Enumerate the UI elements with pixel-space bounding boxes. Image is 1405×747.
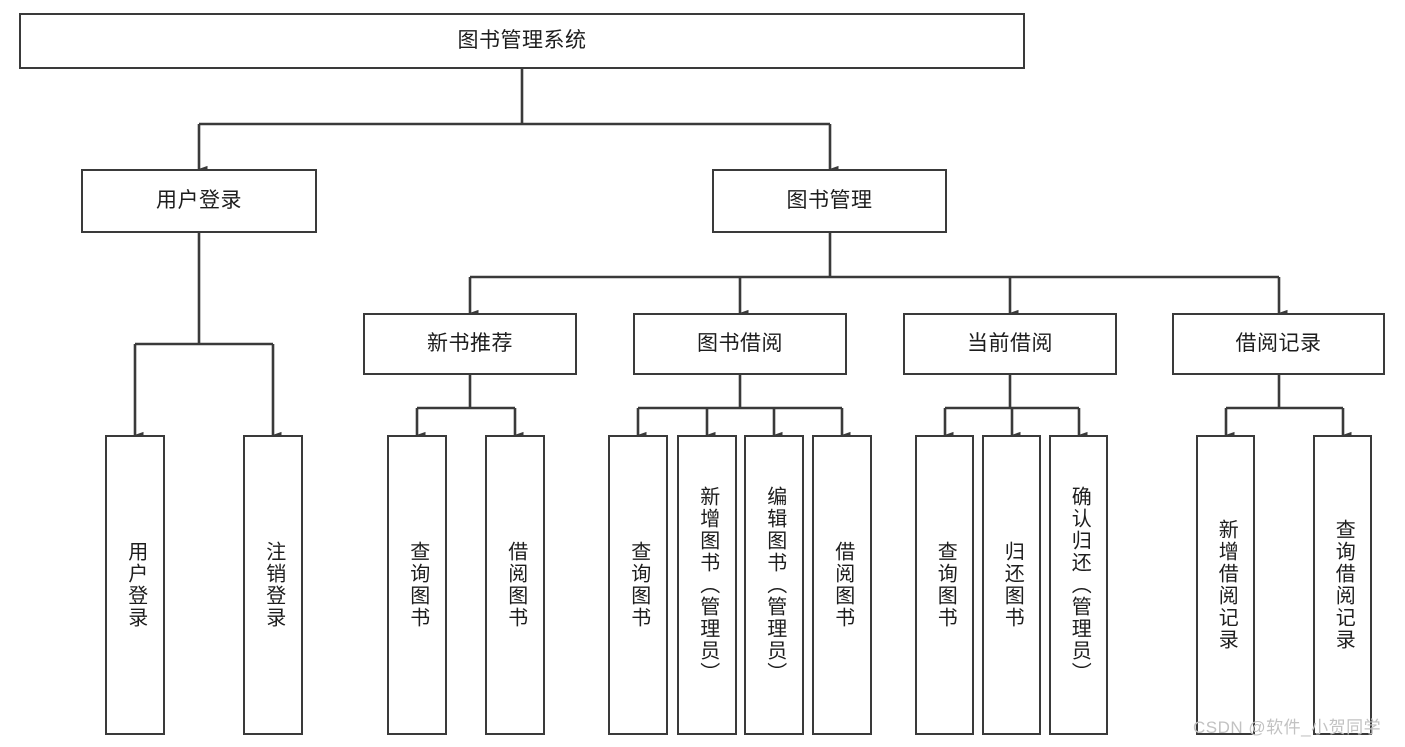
node-leaf-add-book[interactable]: 新增图书（管理员） [677, 435, 737, 735]
node-leaf-query-book-3[interactable]: 查询图书 [915, 435, 974, 735]
node-l3-new-book-rec[interactable]: 新书推荐 [363, 313, 577, 375]
node-label: 图书管理系统 [457, 28, 587, 52]
node-label: 查询借阅记录 [1332, 519, 1355, 651]
node-label: 注销登录 [262, 541, 285, 629]
node-l2-user-login[interactable]: 用户登录 [81, 169, 317, 233]
node-root[interactable]: 图书管理系统 [19, 13, 1025, 69]
node-leaf-query-book-2[interactable]: 查询图书 [608, 435, 668, 735]
node-label: 新增图书（管理员） [696, 486, 719, 684]
node-label: 新增借阅记录 [1215, 519, 1238, 651]
node-label: 图书借阅 [697, 331, 783, 355]
node-leaf-edit-book[interactable]: 编辑图书（管理员） [744, 435, 804, 735]
node-leaf-user-login[interactable]: 用户登录 [105, 435, 165, 735]
node-label: 查询图书 [406, 541, 429, 629]
node-label: 图书管理 [786, 188, 873, 212]
node-leaf-query-record[interactable]: 查询借阅记录 [1313, 435, 1372, 735]
node-leaf-borrow-book-2[interactable]: 借阅图书 [812, 435, 872, 735]
node-leaf-borrow-book-1[interactable]: 借阅图书 [485, 435, 545, 735]
node-leaf-return-book[interactable]: 归还图书 [982, 435, 1041, 735]
node-l3-book-borrow[interactable]: 图书借阅 [633, 313, 847, 375]
node-leaf-logout[interactable]: 注销登录 [243, 435, 303, 735]
edge-layer [133, 69, 1352, 439]
node-label: 新书推荐 [427, 331, 513, 355]
node-label: 编辑图书（管理员） [763, 486, 786, 684]
node-label: 确认归还（管理员） [1068, 486, 1091, 684]
node-l3-borrow-record[interactable]: 借阅记录 [1172, 313, 1385, 375]
node-l3-current-borrow[interactable]: 当前借阅 [903, 313, 1117, 375]
node-label: 借阅图书 [504, 541, 527, 629]
node-l2-book-manage[interactable]: 图书管理 [712, 169, 947, 233]
node-label: 借阅记录 [1235, 331, 1322, 355]
node-label: 当前借阅 [967, 331, 1053, 355]
node-leaf-query-book-1[interactable]: 查询图书 [387, 435, 447, 735]
node-label: 查询图书 [934, 541, 957, 629]
node-label: 归还图书 [1001, 541, 1024, 629]
node-leaf-confirm-return[interactable]: 确认归还（管理员） [1049, 435, 1108, 735]
node-label: 借阅图书 [831, 541, 854, 629]
node-label: 用户登录 [124, 541, 147, 629]
node-label: 用户登录 [156, 188, 242, 212]
node-leaf-add-record[interactable]: 新增借阅记录 [1196, 435, 1255, 735]
node-label: 查询图书 [627, 541, 650, 629]
